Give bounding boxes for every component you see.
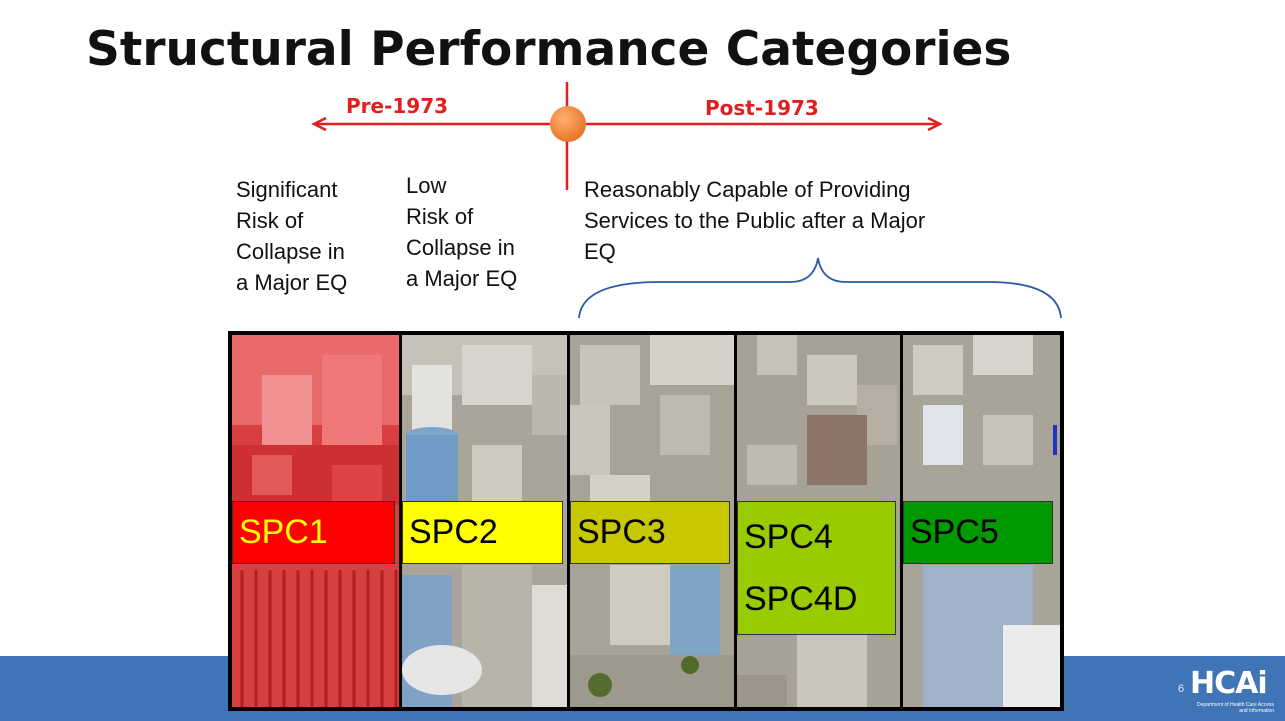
spc1-desc-line: Significant — [236, 177, 338, 202]
post-1973-label: Post-1973 — [705, 96, 819, 120]
spc-panel-strip: SPC1 SPC2 — [228, 331, 1064, 711]
spc4d-label-text: SPC4D — [744, 579, 858, 618]
spc2-label-text: SPC2 — [409, 513, 498, 551]
post-description: Reasonably Capable of Providing Services… — [584, 174, 925, 267]
post-desc-line: EQ — [584, 239, 616, 264]
spc4-label-text: SPC4 — [744, 517, 833, 556]
spc2-label: SPC2 — [402, 501, 563, 564]
logo-subtitle: Department of Health Care Access and Inf… — [1197, 702, 1274, 714]
spc3-label: SPC3 — [570, 501, 730, 564]
spc4-label: SPC4 SPC4D — [737, 501, 896, 635]
panel-spc2: SPC2 — [402, 335, 570, 707]
timeline-marker — [550, 106, 586, 142]
hcai-logo: HCAi Department of Health Care Access an… — [1190, 664, 1274, 714]
spc3-label-text: SPC3 — [577, 513, 666, 551]
spc1-desc-line: Risk of — [236, 208, 304, 233]
spc1-label-text: SPC1 — [239, 513, 328, 551]
pre-1973-label: Pre-1973 — [346, 94, 449, 118]
post-arrowhead — [927, 116, 943, 132]
spc2-desc-line: Collapse in — [406, 235, 515, 260]
post-brace — [578, 257, 1062, 319]
post-desc-line: Reasonably Capable of Providing — [584, 177, 911, 202]
post-desc-line: Services to the Public after a Major — [584, 208, 926, 233]
spc1-label: SPC1 — [232, 501, 395, 564]
spc1-description: Significant Risk of Collapse in a Major … — [236, 174, 347, 298]
pre-arrowhead — [311, 116, 327, 132]
panel-spc3: SPC3 — [570, 335, 737, 707]
panel-spc1: SPC1 — [232, 335, 402, 707]
panel-spc4: SPC4 SPC4D — [737, 335, 903, 707]
spc1-desc-line: a Major EQ — [236, 270, 348, 295]
panel-spc5: SPC5 — [903, 335, 1060, 707]
spc2-desc-line: Risk of — [406, 204, 474, 229]
logo-text: HCAi — [1190, 666, 1268, 701]
spc5-label: SPC5 — [903, 501, 1053, 564]
spc2-desc-line: a Major EQ — [406, 266, 518, 291]
spc1-desc-line: Collapse in — [236, 239, 345, 264]
page-number: 6 — [1178, 683, 1185, 695]
slide-title: Structural Performance Categories — [86, 22, 1012, 77]
spc2-desc-line: Low — [406, 173, 447, 198]
spc5-label-text: SPC5 — [910, 513, 999, 551]
spc2-description: Low Risk of Collapse in a Major EQ — [406, 170, 517, 294]
